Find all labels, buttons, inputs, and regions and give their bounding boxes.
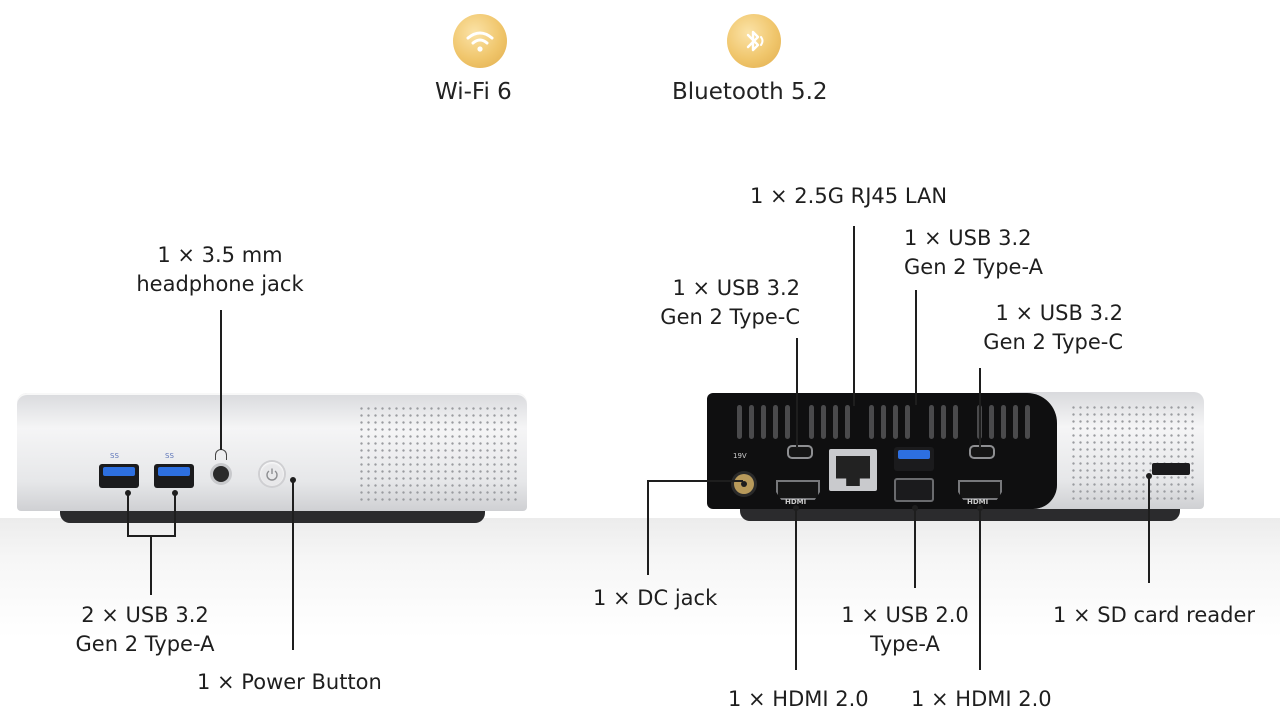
usb-c-left-label: 1 × USB 3.2 Gen 2 Type-C (600, 274, 800, 332)
hdmi-port-left (776, 480, 820, 500)
usb-c-right-leader (979, 368, 981, 448)
vent (869, 405, 874, 439)
back-device-foot (740, 507, 1180, 521)
headphone-label: 1 × 3.5 mm headphone jack (120, 241, 320, 299)
vent (737, 405, 742, 439)
usb20-label-line1: 1 × USB 2.0 (841, 603, 969, 627)
usb-c-port-left (787, 445, 813, 459)
usb-c-port-right (969, 445, 995, 459)
usb-c-right-label: 1 × USB 3.2 Gen 2 Type-C (923, 299, 1123, 357)
sd-card-slot (1152, 463, 1190, 475)
usb-a-leader-2 (174, 493, 176, 536)
hdmi-left-label: 1 × HDMI 2.0 (728, 687, 869, 711)
headphone-icon (215, 449, 227, 460)
front-usb-a-port-1 (99, 464, 139, 488)
headphone-label-line1: 1 × 3.5 mm (157, 243, 283, 267)
usb-a-leader-1 (127, 493, 129, 536)
usb-a32-label-line2: Gen 2 Type-A (904, 255, 1043, 279)
usb-c-left-label-line1: 1 × USB 3.2 (672, 276, 801, 300)
power-leader (292, 480, 294, 650)
power-button (260, 462, 284, 486)
wifi-icon (466, 31, 494, 52)
usb-a32-label: 1 × USB 3.2 Gen 2 Type-A (904, 224, 1043, 282)
front-usb-a-port-2 (154, 464, 194, 488)
front-usb-ss-mark-1: SS (110, 452, 119, 460)
floor-surface (0, 518, 1280, 720)
dc-leader-v (647, 480, 649, 575)
power-label: 1 × Power Button (197, 670, 382, 694)
bluetooth-icon (746, 30, 764, 52)
usb-a-leader-join (127, 535, 176, 537)
sd-leader (1148, 476, 1150, 583)
hdmi-right-leader (979, 508, 981, 670)
bluetooth-title: Bluetooth 5.2 (672, 79, 828, 105)
vent (905, 405, 910, 439)
dc-label: 1 × DC jack (593, 586, 718, 610)
dc-voltage-mark: 19V (733, 452, 747, 460)
usb-a-label-line2: Gen 2 Type-A (75, 632, 215, 656)
headphone-label-line2: headphone jack (136, 272, 304, 296)
hdmi-mark-right: HDMI (967, 498, 989, 506)
back-usb-a32-port (894, 447, 934, 471)
usb-a-leader-3 (150, 535, 152, 595)
usb20-label-line2: Type-A (870, 632, 940, 656)
vent (953, 405, 958, 439)
vent (1025, 405, 1030, 439)
sd-label: 1 × SD card reader (1053, 603, 1256, 627)
lan-label: 1 × 2.5G RJ45 LAN (750, 184, 948, 208)
usb-a32-leader (915, 290, 917, 405)
wifi-title: Wi-Fi 6 (435, 79, 512, 105)
vent (773, 405, 778, 439)
hdmi-right-label: 1 × HDMI 2.0 (911, 687, 1052, 711)
vent (1013, 405, 1018, 439)
vent (821, 405, 826, 439)
usb-c-left-leader (796, 338, 798, 448)
bluetooth-badge (727, 14, 781, 68)
front-device-foot (60, 509, 485, 523)
power-icon (266, 468, 278, 481)
front-usb-ss-mark-2: SS (165, 452, 174, 460)
hdmi-mark-left: HDMI (785, 498, 807, 506)
vent (749, 405, 754, 439)
vent (893, 405, 898, 439)
rj45-lan-port (829, 449, 877, 491)
dc-dot (741, 481, 747, 487)
vent (761, 405, 766, 439)
hdmi-left-leader (795, 508, 797, 670)
usb-c-right-label-line1: 1 × USB 3.2 (995, 301, 1124, 325)
vent (989, 405, 994, 439)
vent (941, 405, 946, 439)
vent (881, 405, 886, 439)
front-grille (358, 405, 518, 503)
vent (833, 405, 838, 439)
dc-leader-h (647, 480, 743, 482)
lan-leader (853, 226, 855, 406)
back-grille (1070, 404, 1198, 502)
usb20-leader (914, 508, 916, 588)
usb-a-label-line1: 2 × USB 3.2 (81, 603, 209, 627)
vent (809, 405, 814, 439)
headphone-jack (213, 466, 229, 482)
hdmi-port-right (958, 480, 1002, 500)
headphone-leader (220, 310, 222, 450)
vent (1001, 405, 1006, 439)
wifi-badge (453, 14, 507, 68)
usb-c-right-label-line2: Gen 2 Type-C (983, 330, 1123, 354)
usb-a32-label-line1: 1 × USB 3.2 (904, 226, 1032, 250)
vent (929, 405, 934, 439)
usb-c-left-label-line2: Gen 2 Type-C (660, 305, 800, 329)
usb-a-label: 2 × USB 3.2 Gen 2 Type-A (45, 601, 245, 659)
usb20-label: 1 × USB 2.0 Type-A (805, 601, 1005, 659)
vent (785, 405, 790, 439)
vent (845, 405, 850, 439)
back-usb20-port (894, 478, 934, 502)
